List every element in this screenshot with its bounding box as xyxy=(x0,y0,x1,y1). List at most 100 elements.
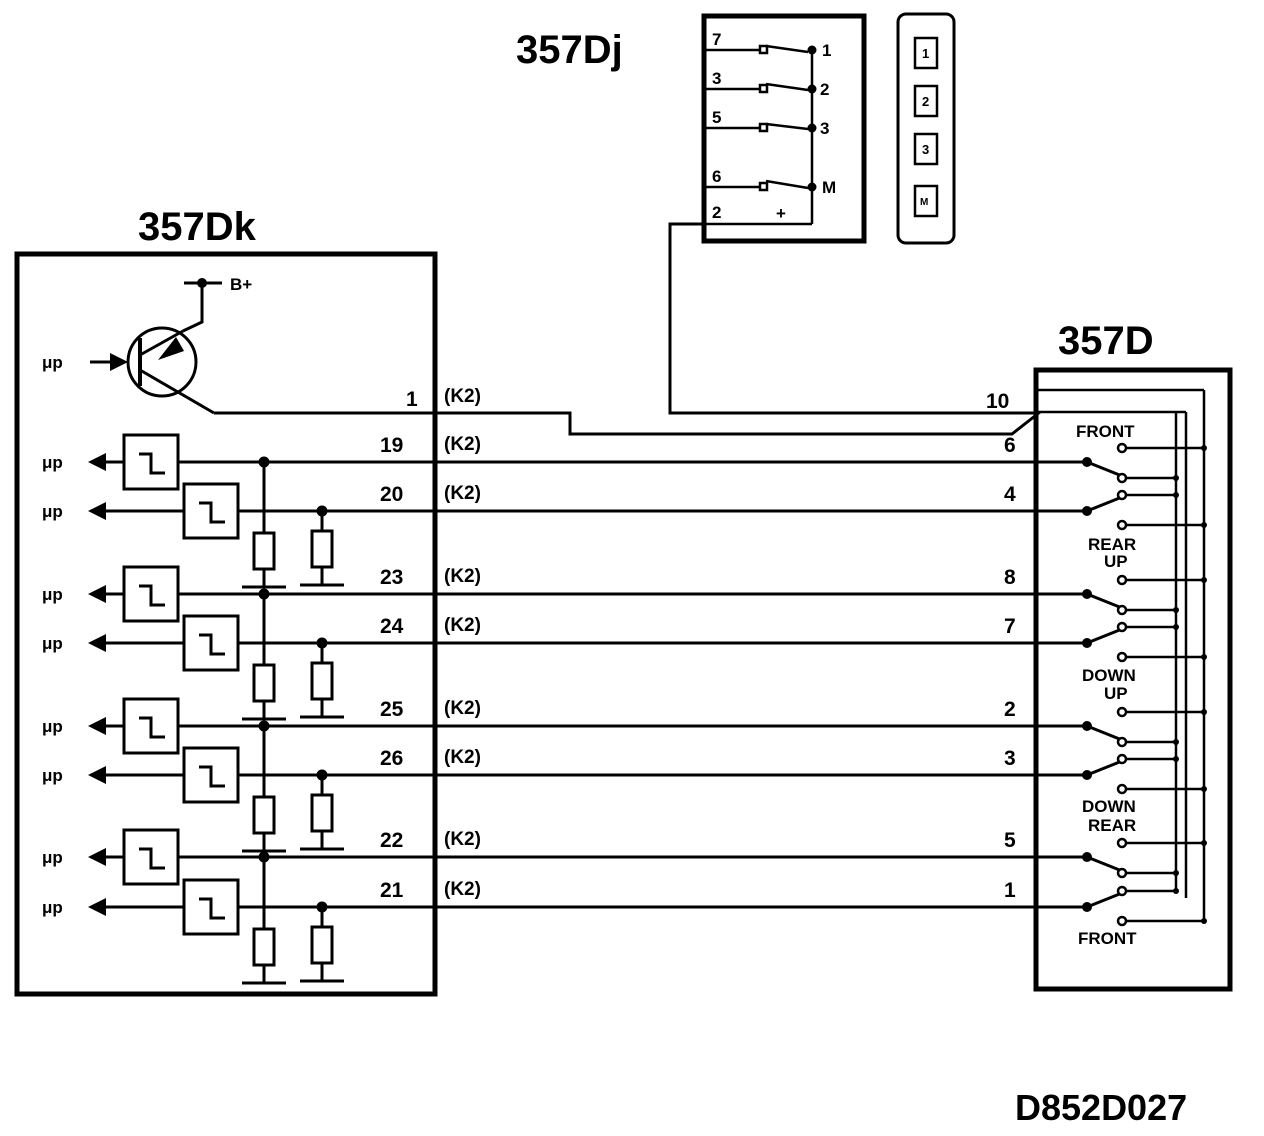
k2-label: (K2) xyxy=(444,829,481,850)
section-down-2: DOWN xyxy=(1082,797,1136,816)
b-plus-label: B+ xyxy=(230,275,252,294)
switch-block-bus xyxy=(1036,388,1206,919)
pulse-shaper-block xyxy=(122,433,180,491)
k2-label: (K2) xyxy=(444,698,481,719)
section-front-top: FRONT xyxy=(1076,422,1135,441)
section-up-2: UP xyxy=(1104,684,1128,703)
keypad-button-2-label: 2 xyxy=(922,94,929,109)
switch-contact xyxy=(1082,489,1207,531)
ecu-title: 357Dk xyxy=(138,205,257,249)
mu-p-label: μp xyxy=(42,585,63,604)
k2-label: (K2) xyxy=(444,615,481,636)
switch-contact xyxy=(1082,837,1207,879)
pulse-shaper-block xyxy=(182,614,240,672)
resistor xyxy=(252,663,276,703)
k2-label: (K2) xyxy=(444,483,481,504)
switch-pin: 3 xyxy=(1004,747,1016,770)
switch-block-box xyxy=(1033,367,1233,992)
switch-contact xyxy=(1082,442,1207,484)
pulse-shaper-block xyxy=(122,697,180,755)
keypad-button-m[interactable]: M xyxy=(913,184,939,218)
switch-contact xyxy=(1082,621,1207,663)
sel-pin-7: 7 xyxy=(712,30,721,49)
signal-row: μp 20 (K2) 4 xyxy=(42,482,1085,587)
switch-contact xyxy=(1082,706,1207,748)
section-down-1: DOWN xyxy=(1082,666,1136,685)
pulse-shaper-block xyxy=(182,878,240,936)
k2-label: (K2) xyxy=(444,747,481,768)
pulse-shaper-block xyxy=(182,482,240,540)
sel-pin-3: 3 xyxy=(712,69,721,88)
section-rear-2: REAR xyxy=(1088,816,1136,835)
switch-pin-10: 10 xyxy=(986,390,1009,413)
resistor xyxy=(252,531,276,571)
k2-label: (K2) xyxy=(444,566,481,587)
switch-contact xyxy=(1082,574,1207,616)
section-rear-1: REAR xyxy=(1088,535,1136,554)
section-front-bottom: FRONT xyxy=(1078,929,1137,948)
keypad-button-3-label: 3 xyxy=(922,142,929,157)
signal-row: μp 19 (K2) 6 xyxy=(42,433,1085,589)
switch-pin: 7 xyxy=(1004,615,1016,638)
mu-p-label: μp xyxy=(42,453,63,472)
pulse-shaper-block xyxy=(122,828,180,886)
sel-pin-5: 5 xyxy=(712,108,721,127)
sel-pin-6: 6 xyxy=(712,167,721,186)
k2-label-1: (K2) xyxy=(444,386,481,407)
ecu-pin: 22 xyxy=(380,829,403,852)
resistor xyxy=(310,925,334,965)
keypad-button-1-label: 1 xyxy=(922,46,929,61)
sel-out-2: 2 xyxy=(820,80,829,99)
ecu-pin-1: 1 xyxy=(406,388,418,411)
resistor xyxy=(252,927,276,967)
selector-title: 357Dj xyxy=(516,28,623,72)
drawing-code: D852D027 xyxy=(1015,1087,1187,1128)
mu-p-label: μp xyxy=(42,502,63,521)
mu-p-label: μp xyxy=(42,353,63,372)
section-up-1: UP xyxy=(1104,552,1128,571)
switch-contact xyxy=(1082,753,1207,795)
wire-selector-2 xyxy=(668,222,1036,415)
ecu-pin: 24 xyxy=(380,615,404,638)
mu-p-label: μp xyxy=(42,848,63,867)
switch-pin: 5 xyxy=(1004,829,1016,852)
signal-row: μp 25 (K2) 2 xyxy=(42,697,1085,853)
switch-contact xyxy=(1082,885,1207,927)
sel-pin-2: 2 xyxy=(712,203,721,222)
keypad-button-m-label: M xyxy=(920,197,928,208)
pulse-shaper-block xyxy=(122,565,180,623)
selector-switches xyxy=(706,44,814,226)
mu-p-label: μp xyxy=(42,898,63,917)
resistor xyxy=(310,793,334,833)
switch-block-title: 357D xyxy=(1058,319,1154,363)
mu-p-label: μp xyxy=(42,717,63,736)
keypad-button-3[interactable]: 3 xyxy=(913,132,939,166)
keypad-outline xyxy=(896,12,956,245)
transistor-symbol xyxy=(90,278,222,415)
mu-p-label: μp xyxy=(42,634,63,653)
keypad-button-1[interactable]: 1 xyxy=(913,36,939,70)
sel-out-3: 3 xyxy=(820,119,829,138)
signal-row: μp 24 (K2) 7 xyxy=(42,614,1085,719)
signal-row: μp 22 (K2) 5 xyxy=(42,828,1085,985)
resistor xyxy=(252,795,276,835)
switch-pin: 2 xyxy=(1004,698,1016,721)
ecu-pin: 26 xyxy=(380,747,403,770)
selector-box xyxy=(701,13,867,244)
switch-pin: 6 xyxy=(1004,434,1016,457)
resistor xyxy=(310,661,334,701)
ecu-pin: 21 xyxy=(380,879,404,902)
mu-p-label: μp xyxy=(42,766,63,785)
sel-plus: + xyxy=(776,204,786,223)
ecu-pin: 19 xyxy=(380,434,403,457)
k2-label: (K2) xyxy=(444,879,481,900)
switch-pin: 4 xyxy=(1004,483,1016,506)
ecu-pin: 25 xyxy=(380,698,404,721)
keypad-button-2[interactable]: 2 xyxy=(913,84,939,118)
switch-pin: 8 xyxy=(1004,566,1016,589)
ecu-pin: 20 xyxy=(380,483,403,506)
signal-row: μp 26 (K2) 3 xyxy=(42,746,1085,851)
